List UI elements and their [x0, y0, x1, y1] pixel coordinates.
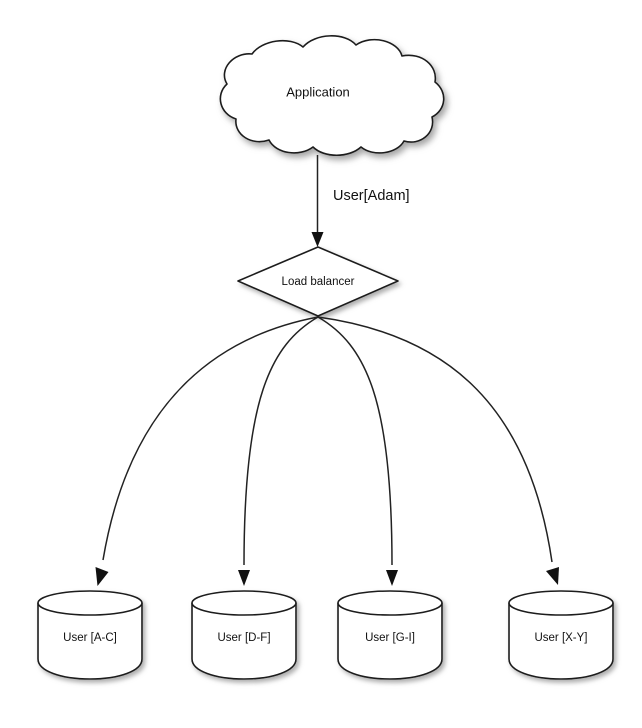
edge-lb-to-db-2-path — [243, 316, 319, 566]
edge-lb-to-db-4 — [317, 316, 559, 585]
edge-lb-to-db-2-arrowhead — [238, 570, 250, 586]
cylinder-2-top — [191, 590, 297, 616]
cylinder-2-body — [191, 602, 297, 680]
node-database-1[interactable]: User [A-C] — [37, 590, 143, 680]
cylinder-3-label: User [G-I] — [365, 632, 415, 644]
cylinder-3-body — [337, 602, 443, 680]
node-database-2[interactable]: User [D-F] — [191, 590, 297, 680]
cylinder-4-top — [508, 590, 614, 616]
node-database-4[interactable]: User [X-Y] — [508, 590, 614, 680]
edge-lb-to-db-1-path — [102, 316, 319, 561]
edge-lb-to-db-3 — [317, 316, 398, 586]
edge-lb-to-db-1-arrowhead — [95, 567, 109, 586]
cloud-label: Application — [286, 84, 350, 99]
edge-lb-to-db-2 — [238, 316, 319, 586]
edge-lb-to-db-3-path — [317, 316, 393, 566]
load-balancer-label: Load balancer — [282, 276, 355, 288]
cylinder-4-body — [508, 602, 614, 680]
cylinder-1-body — [37, 602, 143, 680]
edge-lb-to-db-4-path — [317, 316, 553, 563]
edge-app-to-lb-arrowhead — [311, 232, 324, 247]
diamond-shape — [237, 246, 399, 317]
cylinder-3-top — [337, 590, 443, 616]
edge-lb-to-db-3-arrowhead — [386, 570, 398, 586]
cylinder-2-label: User [D-F] — [217, 632, 270, 644]
cylinder-1-top — [37, 590, 143, 616]
edge-lb-to-db-4-arrowhead — [546, 567, 559, 585]
cloud-shape — [219, 35, 445, 157]
edge-app-to-lb-label: User[Adam] — [333, 188, 410, 204]
node-database-3[interactable]: User [G-I] — [337, 590, 443, 680]
edge-app-to-loadbalancer — [311, 155, 324, 247]
node-application-cloud[interactable]: Application — [219, 35, 445, 157]
cylinder-1-label: User [A-C] — [63, 632, 117, 644]
node-load-balancer[interactable]: Load balancer — [237, 246, 399, 317]
cylinder-4-label: User [X-Y] — [534, 632, 587, 644]
edge-lb-to-db-1 — [95, 316, 319, 586]
